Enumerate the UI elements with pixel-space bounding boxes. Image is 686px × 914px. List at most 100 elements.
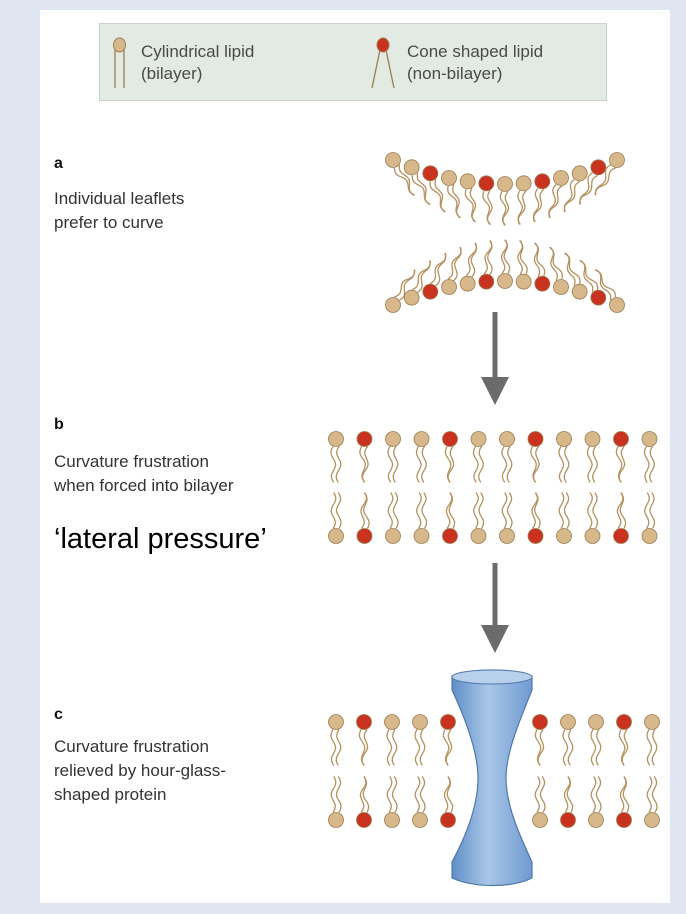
- arrow-head: [481, 625, 509, 653]
- icon-head: [376, 37, 390, 53]
- lipid-head: [613, 431, 629, 447]
- step-a-description: Individual leaflets prefer to curve: [54, 187, 324, 235]
- cone-lipid: [579, 159, 607, 205]
- cylindrical-lipid: [385, 431, 401, 483]
- lipid-tail: [330, 729, 337, 766]
- cylindrical-lipid: [532, 776, 548, 828]
- cylindrical-lipid: [470, 492, 487, 544]
- lipid-head: [385, 152, 401, 168]
- lipid-head: [532, 812, 548, 828]
- lipid-tail: [595, 269, 612, 301]
- lipid-tail: [534, 776, 541, 813]
- cylindrical-lipid: [644, 714, 660, 766]
- cone-lipid: [478, 175, 495, 225]
- lipid-tail: [567, 729, 574, 766]
- lipid-tail: [592, 492, 599, 529]
- lipid-tail: [360, 492, 368, 529]
- lipid-head: [616, 812, 632, 828]
- icon-tail: [385, 49, 395, 89]
- lipid-head: [534, 173, 551, 190]
- lipid-tail: [616, 492, 624, 529]
- lipid-head: [356, 714, 372, 730]
- lipid-tail: [502, 191, 510, 226]
- cylindrical-lipid: [594, 269, 625, 313]
- cylindrical-lipid: [384, 714, 400, 766]
- lipid-head: [590, 289, 607, 306]
- lateral-pressure-annotation: ‘lateral pressure’: [54, 523, 267, 555]
- lipid-head: [478, 175, 495, 192]
- cone-lipid: [442, 492, 458, 544]
- cone-lipid: [560, 776, 576, 828]
- lipid-tail: [419, 729, 426, 766]
- cylindrical-lipid: [556, 492, 572, 544]
- lipid-tail: [590, 729, 597, 766]
- lipid-tail: [330, 446, 337, 483]
- lipid-head: [441, 279, 457, 295]
- lipid-tail: [500, 239, 508, 274]
- lipid-tail: [501, 446, 508, 483]
- step-b-line-2: when forced into bilayer: [54, 476, 234, 495]
- step-c-line-1: Curvature frustration: [54, 737, 209, 756]
- lipid-head: [328, 528, 344, 544]
- lipid-tail: [595, 776, 602, 813]
- lipid-head: [641, 528, 658, 544]
- step-c-letter: c: [54, 706, 63, 723]
- lipid-head: [403, 289, 420, 306]
- cylindrical-lipid: [497, 176, 513, 226]
- legend-cone-title: Cone shaped lipid: [407, 42, 544, 61]
- cylindrical-lipid: [328, 492, 344, 544]
- lipid-tail: [421, 492, 428, 529]
- lipid-tail: [531, 492, 539, 529]
- cylindrical-lipid: [441, 246, 462, 295]
- lipid-head: [384, 714, 400, 730]
- lipid-tail: [445, 729, 453, 766]
- cylindrical-lipid: [403, 159, 431, 206]
- cylindrical-lipid: [403, 260, 431, 306]
- lipid-tail: [421, 446, 427, 483]
- lipid-tail: [563, 492, 570, 529]
- lipid-head: [588, 812, 604, 828]
- lipid-tail: [445, 492, 453, 529]
- step-arrows: [481, 312, 509, 653]
- cone-lipid: [356, 431, 373, 483]
- cone-lipid: [613, 431, 629, 483]
- lipid-tail: [651, 729, 658, 766]
- step-b-letter: b: [54, 416, 64, 433]
- frustrated-bilayer: [328, 431, 658, 544]
- lipid-head: [553, 170, 569, 186]
- lipid-tail: [473, 492, 479, 529]
- lipid-tail: [335, 776, 342, 813]
- lipid-tail: [643, 446, 650, 483]
- lipid-head: [527, 528, 544, 544]
- lipid-tail: [532, 446, 540, 483]
- lipid-tail: [517, 240, 524, 275]
- cone-lipid: [613, 492, 629, 544]
- cone-lipid: [533, 242, 551, 292]
- lipid-tail: [469, 187, 477, 223]
- cone-lipid: [422, 165, 446, 213]
- lipid-tail: [330, 492, 337, 529]
- lipid-head: [470, 528, 487, 544]
- lipid-head: [499, 431, 515, 447]
- lipid-head: [613, 528, 629, 544]
- cylindrical-lipid: [328, 431, 344, 483]
- lipid-tail: [361, 446, 369, 483]
- lipid-head: [560, 714, 576, 730]
- lipid-head: [459, 275, 476, 292]
- lipid-head: [413, 431, 430, 447]
- step-c-line-2: relieved by hour-glass-: [54, 761, 226, 780]
- lipid-head: [356, 812, 372, 828]
- lipid-tail: [335, 729, 342, 766]
- lipid-tail: [563, 776, 571, 813]
- lipid-tail: [412, 260, 431, 291]
- lipid-head: [442, 528, 458, 544]
- cone-lipid: [442, 431, 458, 483]
- lipid-tail: [330, 776, 337, 813]
- lipid-head: [588, 714, 604, 730]
- lipid-head: [515, 273, 532, 290]
- lipid-tail: [619, 776, 627, 813]
- icon-tail: [371, 49, 381, 89]
- lipid-tail: [564, 252, 576, 286]
- cone-lipid: [532, 714, 548, 766]
- lipid-tail: [416, 172, 431, 206]
